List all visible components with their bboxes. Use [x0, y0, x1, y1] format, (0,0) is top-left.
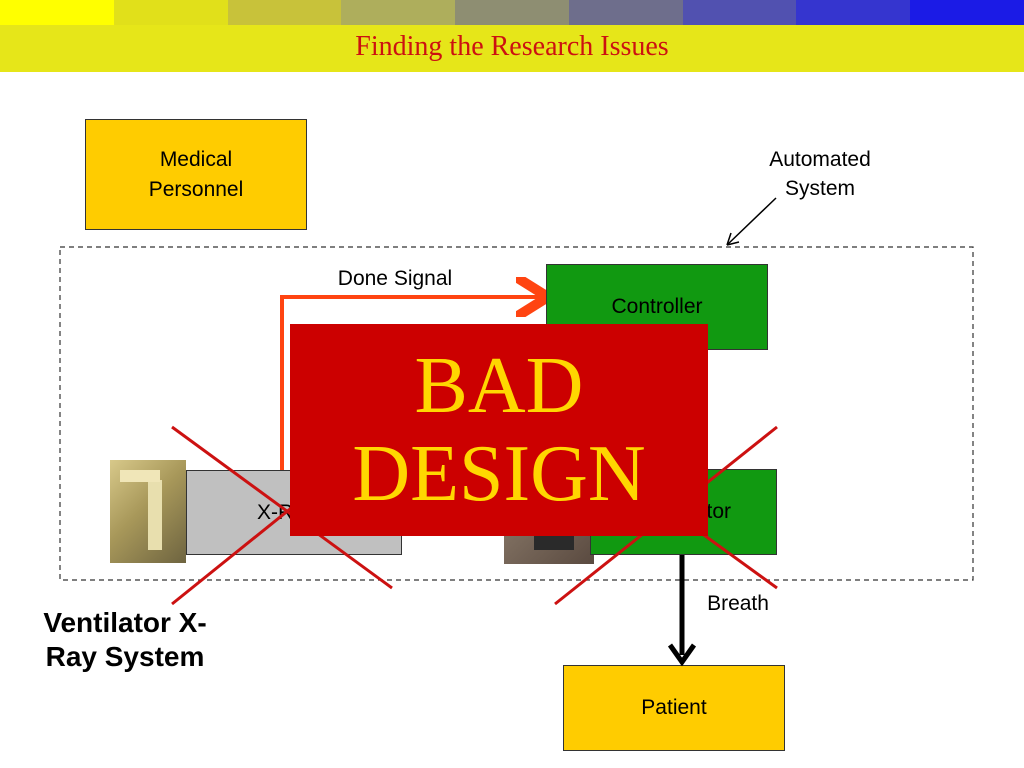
done-signal-arrow [280, 297, 540, 470]
stripe [568, 0, 683, 25]
done-signal-label: Done Signal [337, 267, 453, 290]
stripe [455, 0, 569, 25]
header-stripes [0, 0, 1024, 25]
breath-label: Breath [707, 592, 769, 615]
title-bar [0, 25, 1024, 72]
automated-system-boundary [59, 246, 974, 581]
bad-design-stamp: BAD DESIGN [290, 324, 708, 536]
stripe [341, 0, 456, 25]
system-caption: Ventilator X-Ray System [43, 607, 207, 672]
controller-label: Controller [611, 295, 703, 319]
stripe [227, 0, 342, 25]
pointer-arrowhead [726, 232, 740, 246]
medical-personnel-box: Medical Personnel [85, 119, 307, 230]
stripe [0, 0, 114, 25]
breath-arrow-head [667, 643, 697, 667]
ventilator-label: tor [706, 500, 731, 524]
stripe [682, 0, 797, 25]
patient-label: Patient [641, 696, 707, 720]
slide-title: Finding the Research Issues [355, 31, 669, 62]
stripe [796, 0, 911, 25]
xray-label: X-R [257, 500, 294, 524]
xray-machine-photo [110, 460, 186, 563]
medical-personnel-label: Medical Personnel [148, 148, 244, 201]
automated-system-label: Automated System [769, 148, 871, 201]
patient-box: Patient [563, 665, 785, 751]
stripe [910, 0, 1024, 25]
xray-cross-line [171, 425, 393, 590]
automated-system-pointer [726, 197, 777, 246]
stripe [113, 0, 228, 25]
